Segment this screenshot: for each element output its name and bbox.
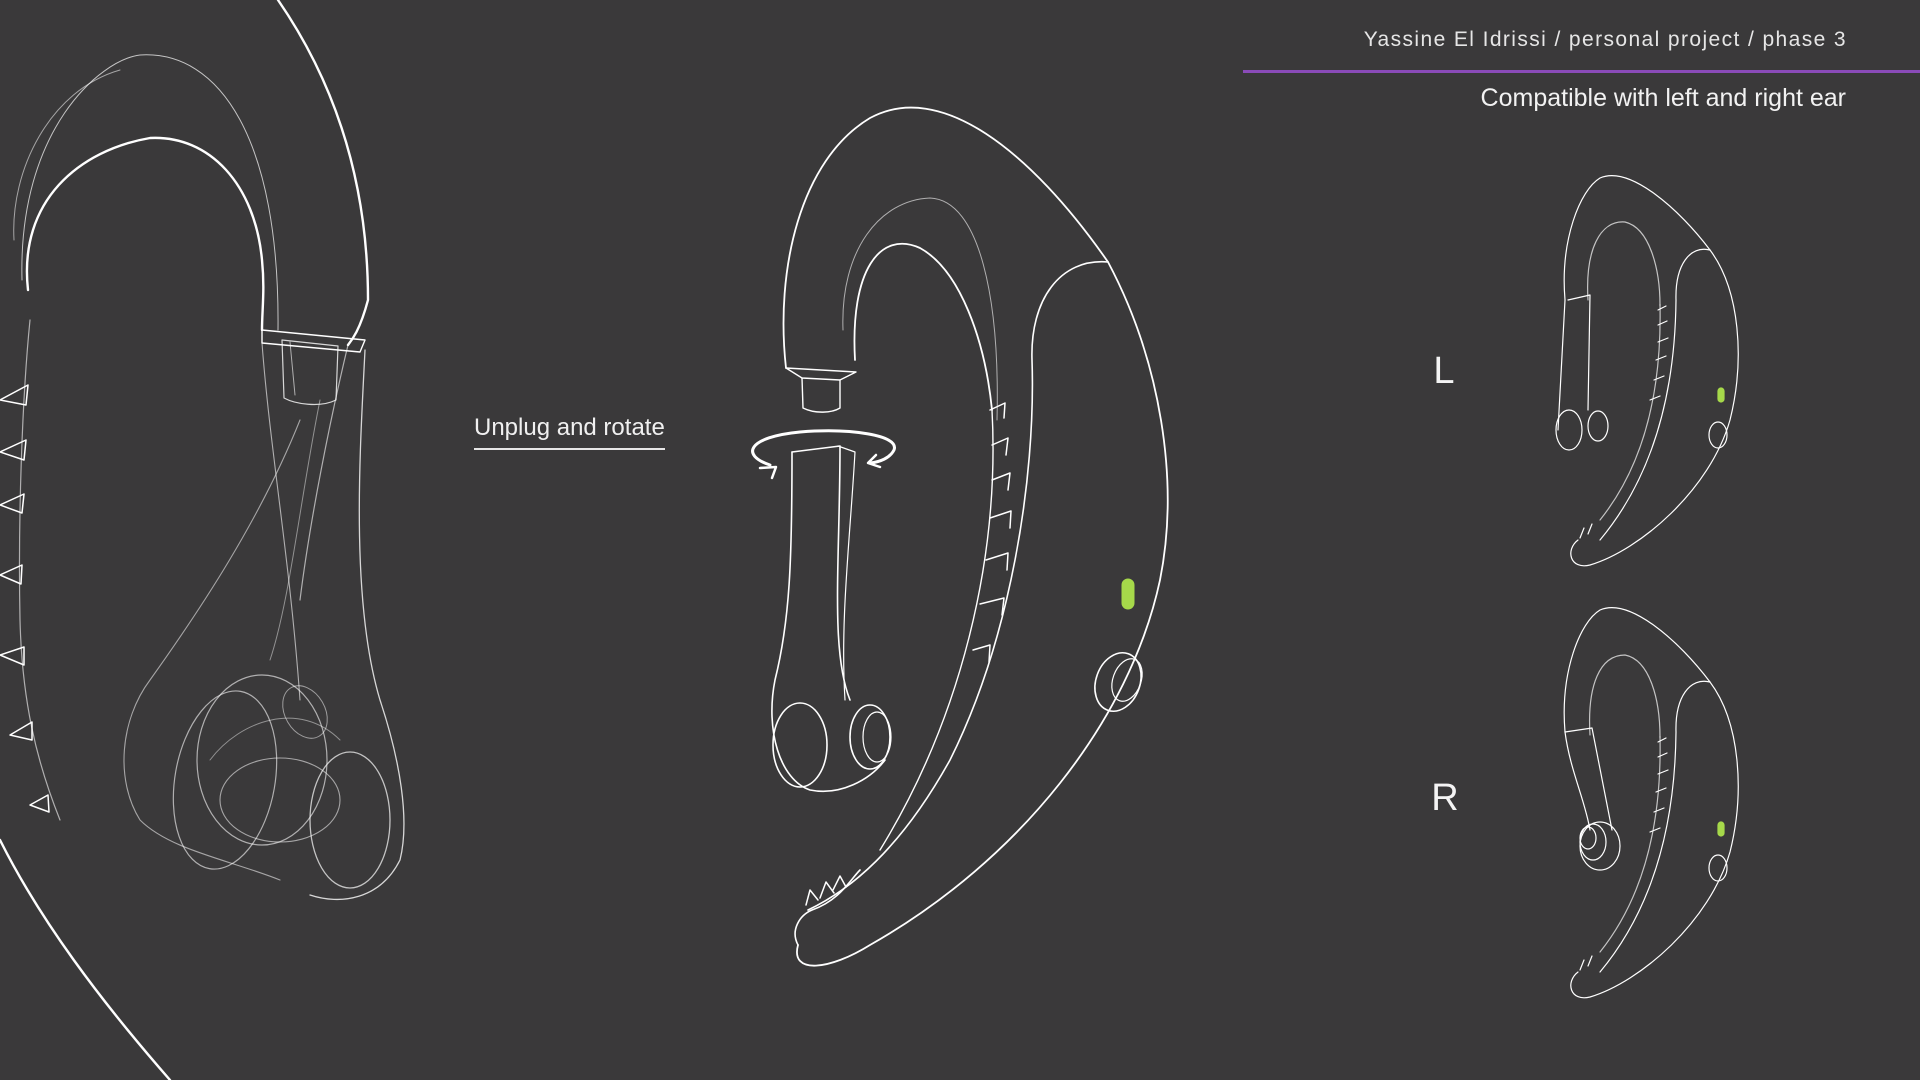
right-ear-variant-drawing — [1563, 607, 1739, 999]
right-ear-label: R — [1431, 777, 1459, 819]
header-divider — [1243, 70, 1920, 73]
earpiece-button — [1094, 652, 1142, 712]
rotate-arrow-icon — [751, 429, 896, 480]
slide-subtitle: Compatible with left and right ear — [1480, 84, 1846, 112]
exploded-earpiece-drawing — [751, 106, 1169, 967]
left-ear-variant-drawing — [1555, 175, 1739, 567]
indicator-led — [1121, 578, 1135, 610]
unplug-rotate-label: Unplug and rotate — [474, 414, 665, 450]
closeup-earpiece-drawing — [0, 0, 405, 1080]
left-ear-label: L — [1433, 350, 1455, 392]
project-credit: Yassine El Idrissi / personal project / … — [1363, 28, 1847, 51]
